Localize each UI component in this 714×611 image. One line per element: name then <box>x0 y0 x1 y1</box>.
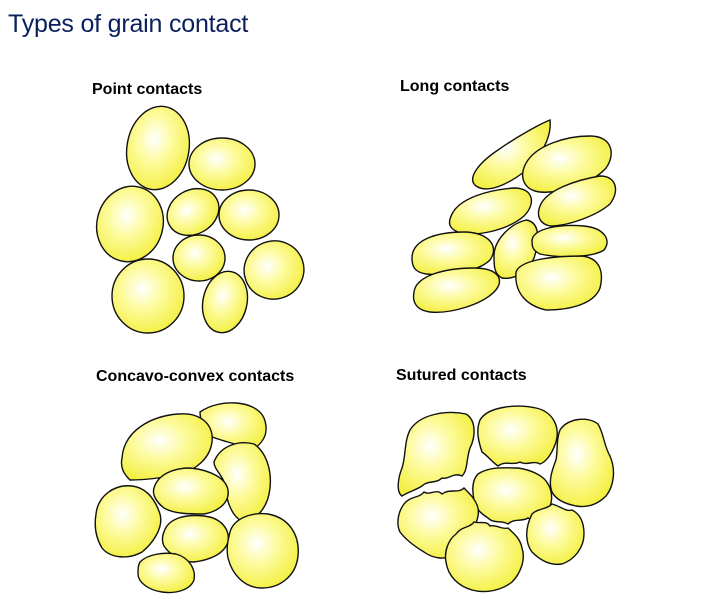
grain <box>172 234 226 282</box>
point-contacts-panel <box>95 105 305 334</box>
grain <box>448 187 533 235</box>
grain <box>125 105 191 191</box>
grain <box>531 224 608 258</box>
grain <box>243 240 305 300</box>
grain <box>226 512 299 589</box>
grain <box>477 405 558 467</box>
sutured-contacts-label: Sutured contacts <box>396 367 527 384</box>
grain <box>412 267 501 313</box>
grain <box>166 187 220 237</box>
concavo-convex-contacts-panel <box>94 402 299 594</box>
grain <box>444 521 524 593</box>
grain <box>188 137 256 191</box>
long-contacts-panel <box>411 119 617 313</box>
grain <box>526 503 585 566</box>
sutured-contacts-panel <box>397 405 615 593</box>
grain <box>152 467 229 515</box>
grain <box>137 552 196 594</box>
long-contacts-label: Long contacts <box>400 78 510 95</box>
grain <box>218 189 280 241</box>
grain <box>94 485 162 558</box>
grain <box>537 175 617 227</box>
grain <box>411 231 495 276</box>
grain <box>515 255 603 311</box>
point-contacts-label: Point contacts <box>92 81 203 98</box>
concavo-convex-contacts-label: Concavo-convex contacts <box>96 368 295 385</box>
grain <box>549 418 615 508</box>
grain <box>95 185 165 263</box>
grain <box>161 514 229 563</box>
grain <box>201 270 249 334</box>
grain <box>397 411 475 497</box>
grain <box>471 119 551 190</box>
grain <box>111 258 185 334</box>
grain <box>120 413 213 481</box>
page-title: Types of grain contact <box>8 10 249 38</box>
